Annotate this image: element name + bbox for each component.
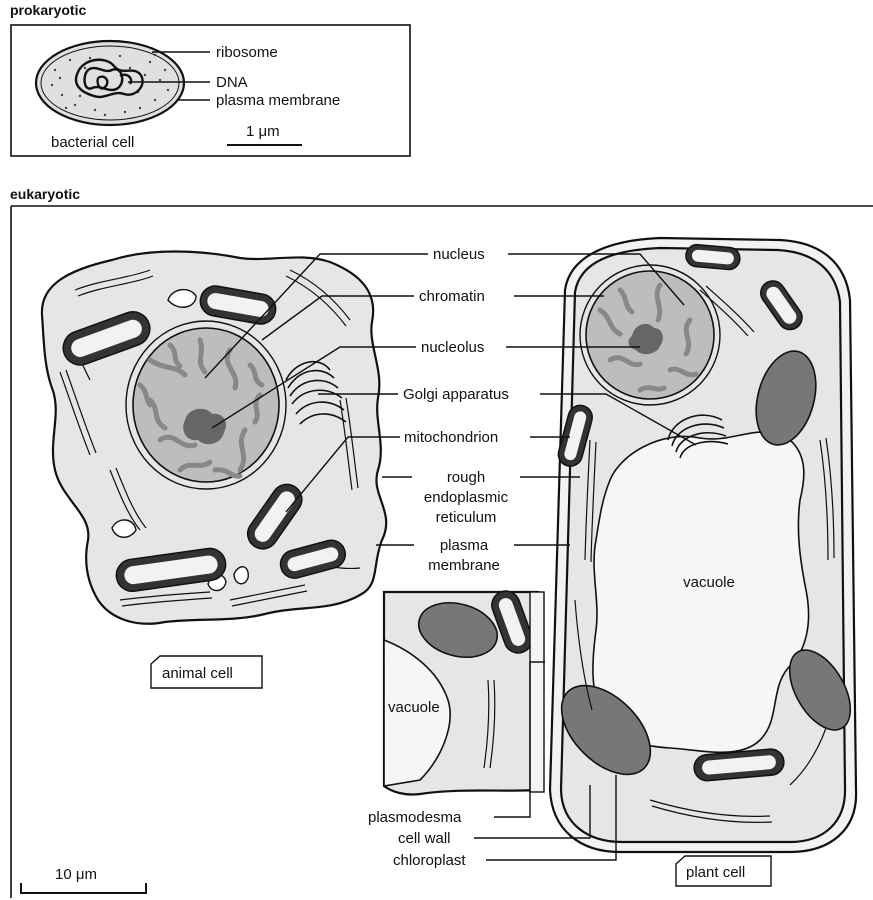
nucleolus-label: nucleolus (421, 339, 484, 356)
plasma-membrane-label: plasma membrane (216, 92, 340, 109)
inset-section (384, 587, 544, 794)
scale-10um-label: 10 μm (55, 866, 97, 883)
scale-1um-label: 1 μm (246, 123, 280, 140)
rough-er-label-line3: reticulum (436, 509, 497, 526)
ribosome-label: ribosome (216, 44, 278, 61)
cell-wall-strip (530, 592, 544, 792)
prokaryotic-panel: ribosome DNA plasma membrane bacterial c… (11, 25, 410, 156)
plasma-membrane-label-line1: plasma (440, 537, 489, 554)
rough-er-label-line1: rough (447, 469, 485, 486)
rough-er-label-line2: endoplasmic (424, 489, 509, 506)
dna-label: DNA (216, 74, 248, 91)
chloroplast-label: chloroplast (393, 852, 466, 869)
plasma-membrane-label-line2: membrane (428, 557, 500, 574)
bacterial-cell (36, 41, 184, 125)
plant-cell-tag: plant cell (676, 856, 771, 886)
animal-cell-tag: animal cell (151, 656, 262, 688)
nucleus-label: nucleus (433, 246, 485, 263)
plasmodesma-label: plasmodesma (368, 809, 462, 826)
mitochondrion-label: mitochondrion (404, 429, 498, 446)
chromatin-label: chromatin (419, 288, 485, 305)
small-vacuole-label: vacuole (388, 699, 440, 716)
golgi-label: Golgi apparatus (403, 386, 509, 403)
scale-10um: 10 μm (21, 866, 146, 893)
large-vacuole-label: vacuole (683, 574, 735, 591)
bacterial-cell-label: bacterial cell (51, 134, 134, 151)
plant-cell-label: plant cell (686, 864, 745, 881)
animal-cell-label: animal cell (162, 665, 233, 682)
scale-10um-bar (21, 883, 146, 893)
animal-cell (42, 252, 386, 624)
cell-wall-label: cell wall (398, 830, 451, 847)
plant-cell (545, 238, 863, 852)
